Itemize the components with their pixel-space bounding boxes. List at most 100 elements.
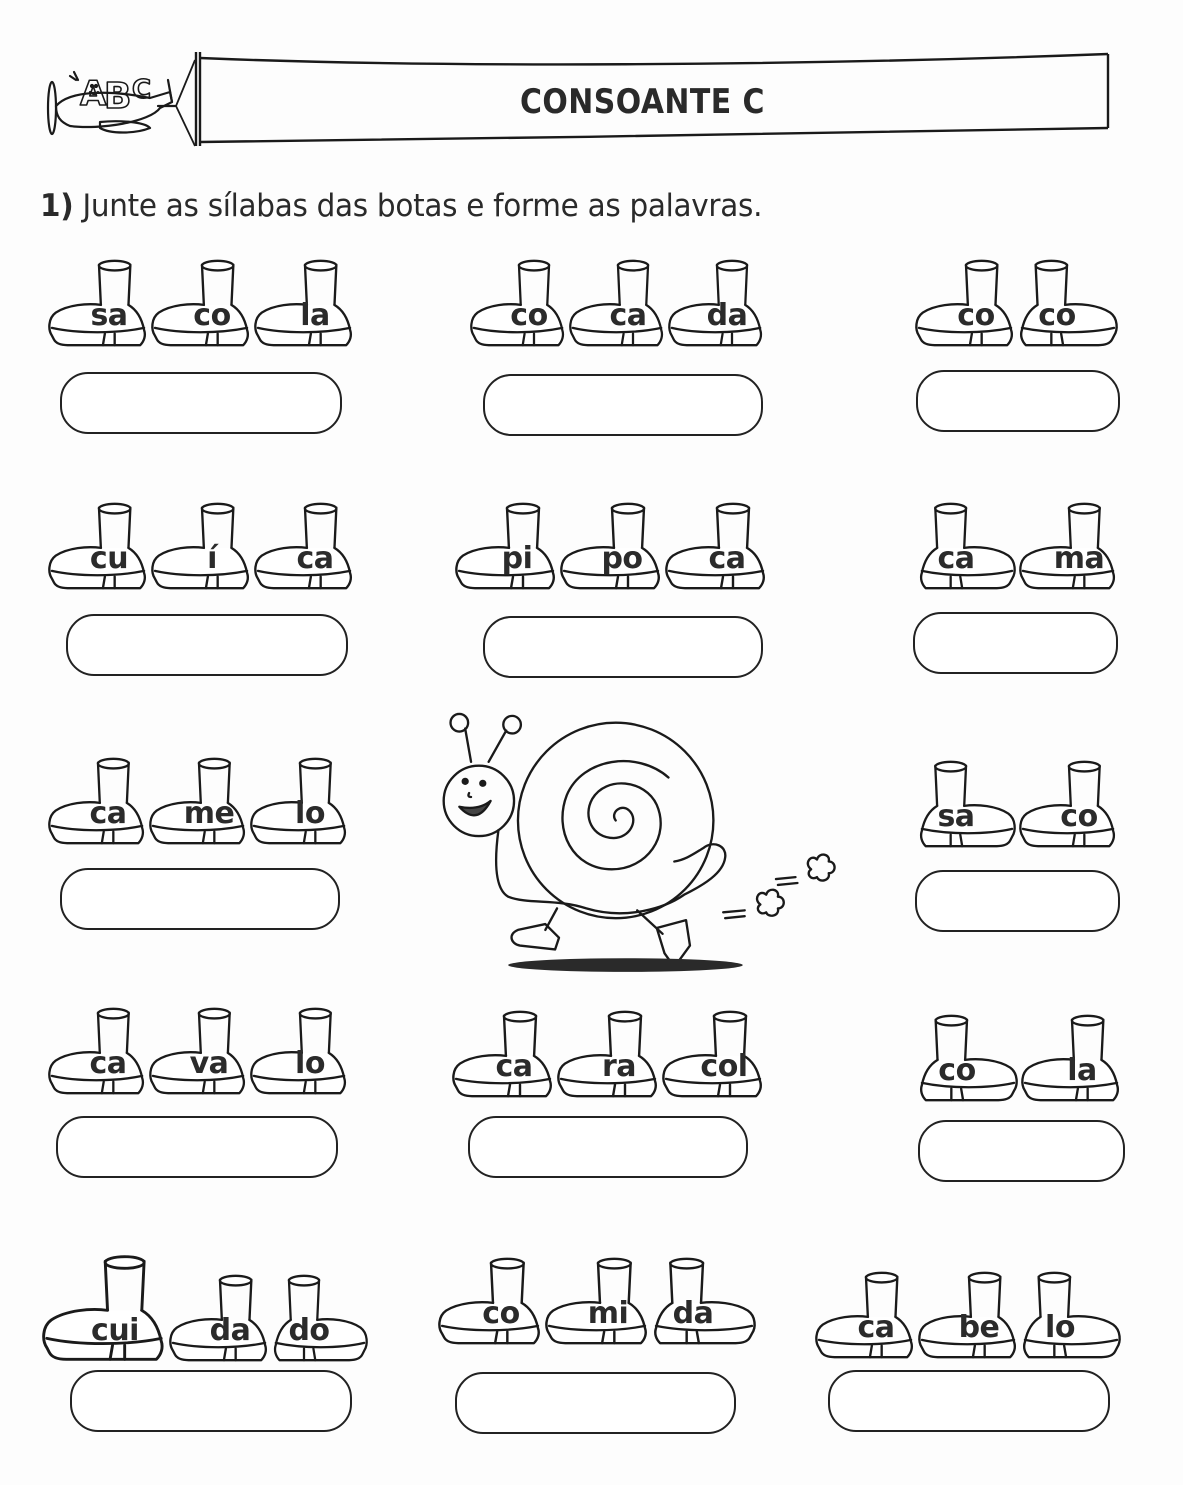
title-banner	[194, 52, 1110, 146]
syllable-boot: da	[668, 257, 764, 349]
boots-row: co ca da	[470, 257, 767, 349]
exercise-number: 1)	[40, 188, 74, 224]
syllable-boot: mi	[545, 1255, 649, 1347]
syllable-label: col	[700, 1049, 748, 1084]
syllable-label: ca	[296, 541, 334, 576]
syllable-label: co	[193, 298, 231, 333]
syllable-boot: co	[470, 257, 566, 349]
answer-box[interactable]	[468, 1116, 748, 1178]
syllable-label: ma	[1053, 541, 1105, 576]
syllable-label: be	[958, 1310, 1000, 1345]
svg-text:C: C	[132, 75, 151, 105]
instruction-text: Junte as sílabas das botas e forme as pa…	[82, 188, 763, 224]
syllable-label: ca	[937, 541, 975, 576]
syllable-label: la	[1067, 1053, 1097, 1088]
answer-box[interactable]	[483, 616, 763, 678]
boots-row: ca me lo	[48, 755, 351, 847]
boots-row: cui da do	[42, 1250, 371, 1364]
syllable-label: ca	[708, 541, 746, 576]
syllable-boot: lo	[1021, 1269, 1121, 1361]
syllable-boot: va	[149, 1005, 247, 1097]
boots-row: co la	[918, 1012, 1124, 1104]
syllable-boot: be	[918, 1269, 1018, 1361]
syllable-label: la	[300, 298, 330, 333]
syllable-boot: ca	[452, 1008, 554, 1100]
answer-box[interactable]	[66, 614, 348, 676]
answer-box[interactable]	[828, 1370, 1110, 1432]
answer-box[interactable]	[913, 612, 1118, 674]
syllable-boot: co	[438, 1255, 542, 1347]
syllable-boot: la	[1021, 1012, 1121, 1104]
syllable-label: da	[209, 1313, 251, 1348]
syllable-label: lo	[1045, 1310, 1075, 1345]
answer-box[interactable]	[60, 868, 340, 930]
syllable-label: va	[189, 1046, 229, 1081]
syllable-label: co	[510, 298, 548, 333]
answer-box[interactable]	[70, 1370, 352, 1432]
syllable-boot: ma	[1019, 500, 1117, 592]
syllable-boot: lo	[250, 1005, 348, 1097]
syllable-label: ca	[495, 1049, 533, 1084]
syllable-boot: da	[652, 1255, 756, 1347]
exercise-instruction: 1) Junte as sílabas das botas e forme as…	[40, 188, 762, 224]
syllable-label: ca	[857, 1310, 895, 1345]
syllable-label: co	[938, 1053, 976, 1088]
syllable-label: ca	[89, 1046, 127, 1081]
syllable-label: da	[706, 298, 748, 333]
syllable-boot: ca	[569, 257, 665, 349]
snail-illustration-icon	[442, 712, 836, 972]
answer-box[interactable]	[455, 1372, 736, 1434]
syllable-boot: ca	[815, 1269, 915, 1361]
answer-box[interactable]	[916, 370, 1120, 432]
syllable-boot: pi	[455, 500, 557, 592]
syllable-boot: sa	[48, 257, 148, 349]
syllable-label: me	[183, 796, 235, 831]
syllable-boot: ca	[254, 500, 354, 592]
syllable-label: ca	[89, 796, 127, 831]
syllable-label: lo	[295, 1046, 325, 1081]
boots-row: ca be lo	[815, 1255, 1124, 1361]
answer-box[interactable]	[56, 1116, 338, 1178]
syllable-boot: da	[169, 1272, 269, 1364]
syllable-boot: me	[149, 755, 247, 847]
boots-row: sa co	[918, 758, 1120, 850]
answer-box[interactable]	[918, 1120, 1125, 1182]
syllable-boot: co	[918, 1012, 1018, 1104]
answer-box[interactable]	[483, 374, 763, 436]
answer-box[interactable]	[60, 372, 342, 434]
syllable-boot: ra	[557, 1008, 659, 1100]
syllable-boot: co	[151, 257, 251, 349]
syllable-label: co	[1038, 298, 1076, 333]
syllable-label: lo	[295, 796, 325, 831]
syllable-boot: co	[1018, 257, 1118, 349]
abc-airplane-icon: A B C	[46, 59, 196, 147]
syllable-label: da	[672, 1296, 714, 1331]
syllable-boot: cu	[48, 500, 148, 592]
syllable-boot: co	[1019, 758, 1117, 850]
boots-row: ca va lo	[48, 1005, 351, 1097]
page-title: CONSOANTE C	[520, 82, 765, 122]
syllable-label: co	[482, 1296, 520, 1331]
syllable-label: do	[288, 1313, 330, 1348]
syllable-boot: la	[254, 257, 354, 349]
syllable-label: cu	[89, 541, 129, 576]
syllable-boot: lo	[250, 755, 348, 847]
syllable-boot: cui	[42, 1252, 166, 1364]
svg-text:B: B	[104, 76, 131, 117]
syllable-label: sa	[90, 298, 128, 333]
syllable-boot: ca	[918, 500, 1016, 592]
syllable-boot: col	[662, 1008, 764, 1100]
syllable-label: ca	[609, 298, 647, 333]
syllable-boot: ca	[665, 500, 767, 592]
syllable-label: cui	[91, 1313, 139, 1348]
syllable-label: pi	[501, 541, 533, 576]
syllable-label: co	[1060, 799, 1098, 834]
syllable-label: sa	[937, 799, 975, 834]
syllable-boot: po	[560, 500, 662, 592]
answer-box[interactable]	[915, 870, 1120, 932]
syllable-boot: do	[272, 1272, 368, 1364]
